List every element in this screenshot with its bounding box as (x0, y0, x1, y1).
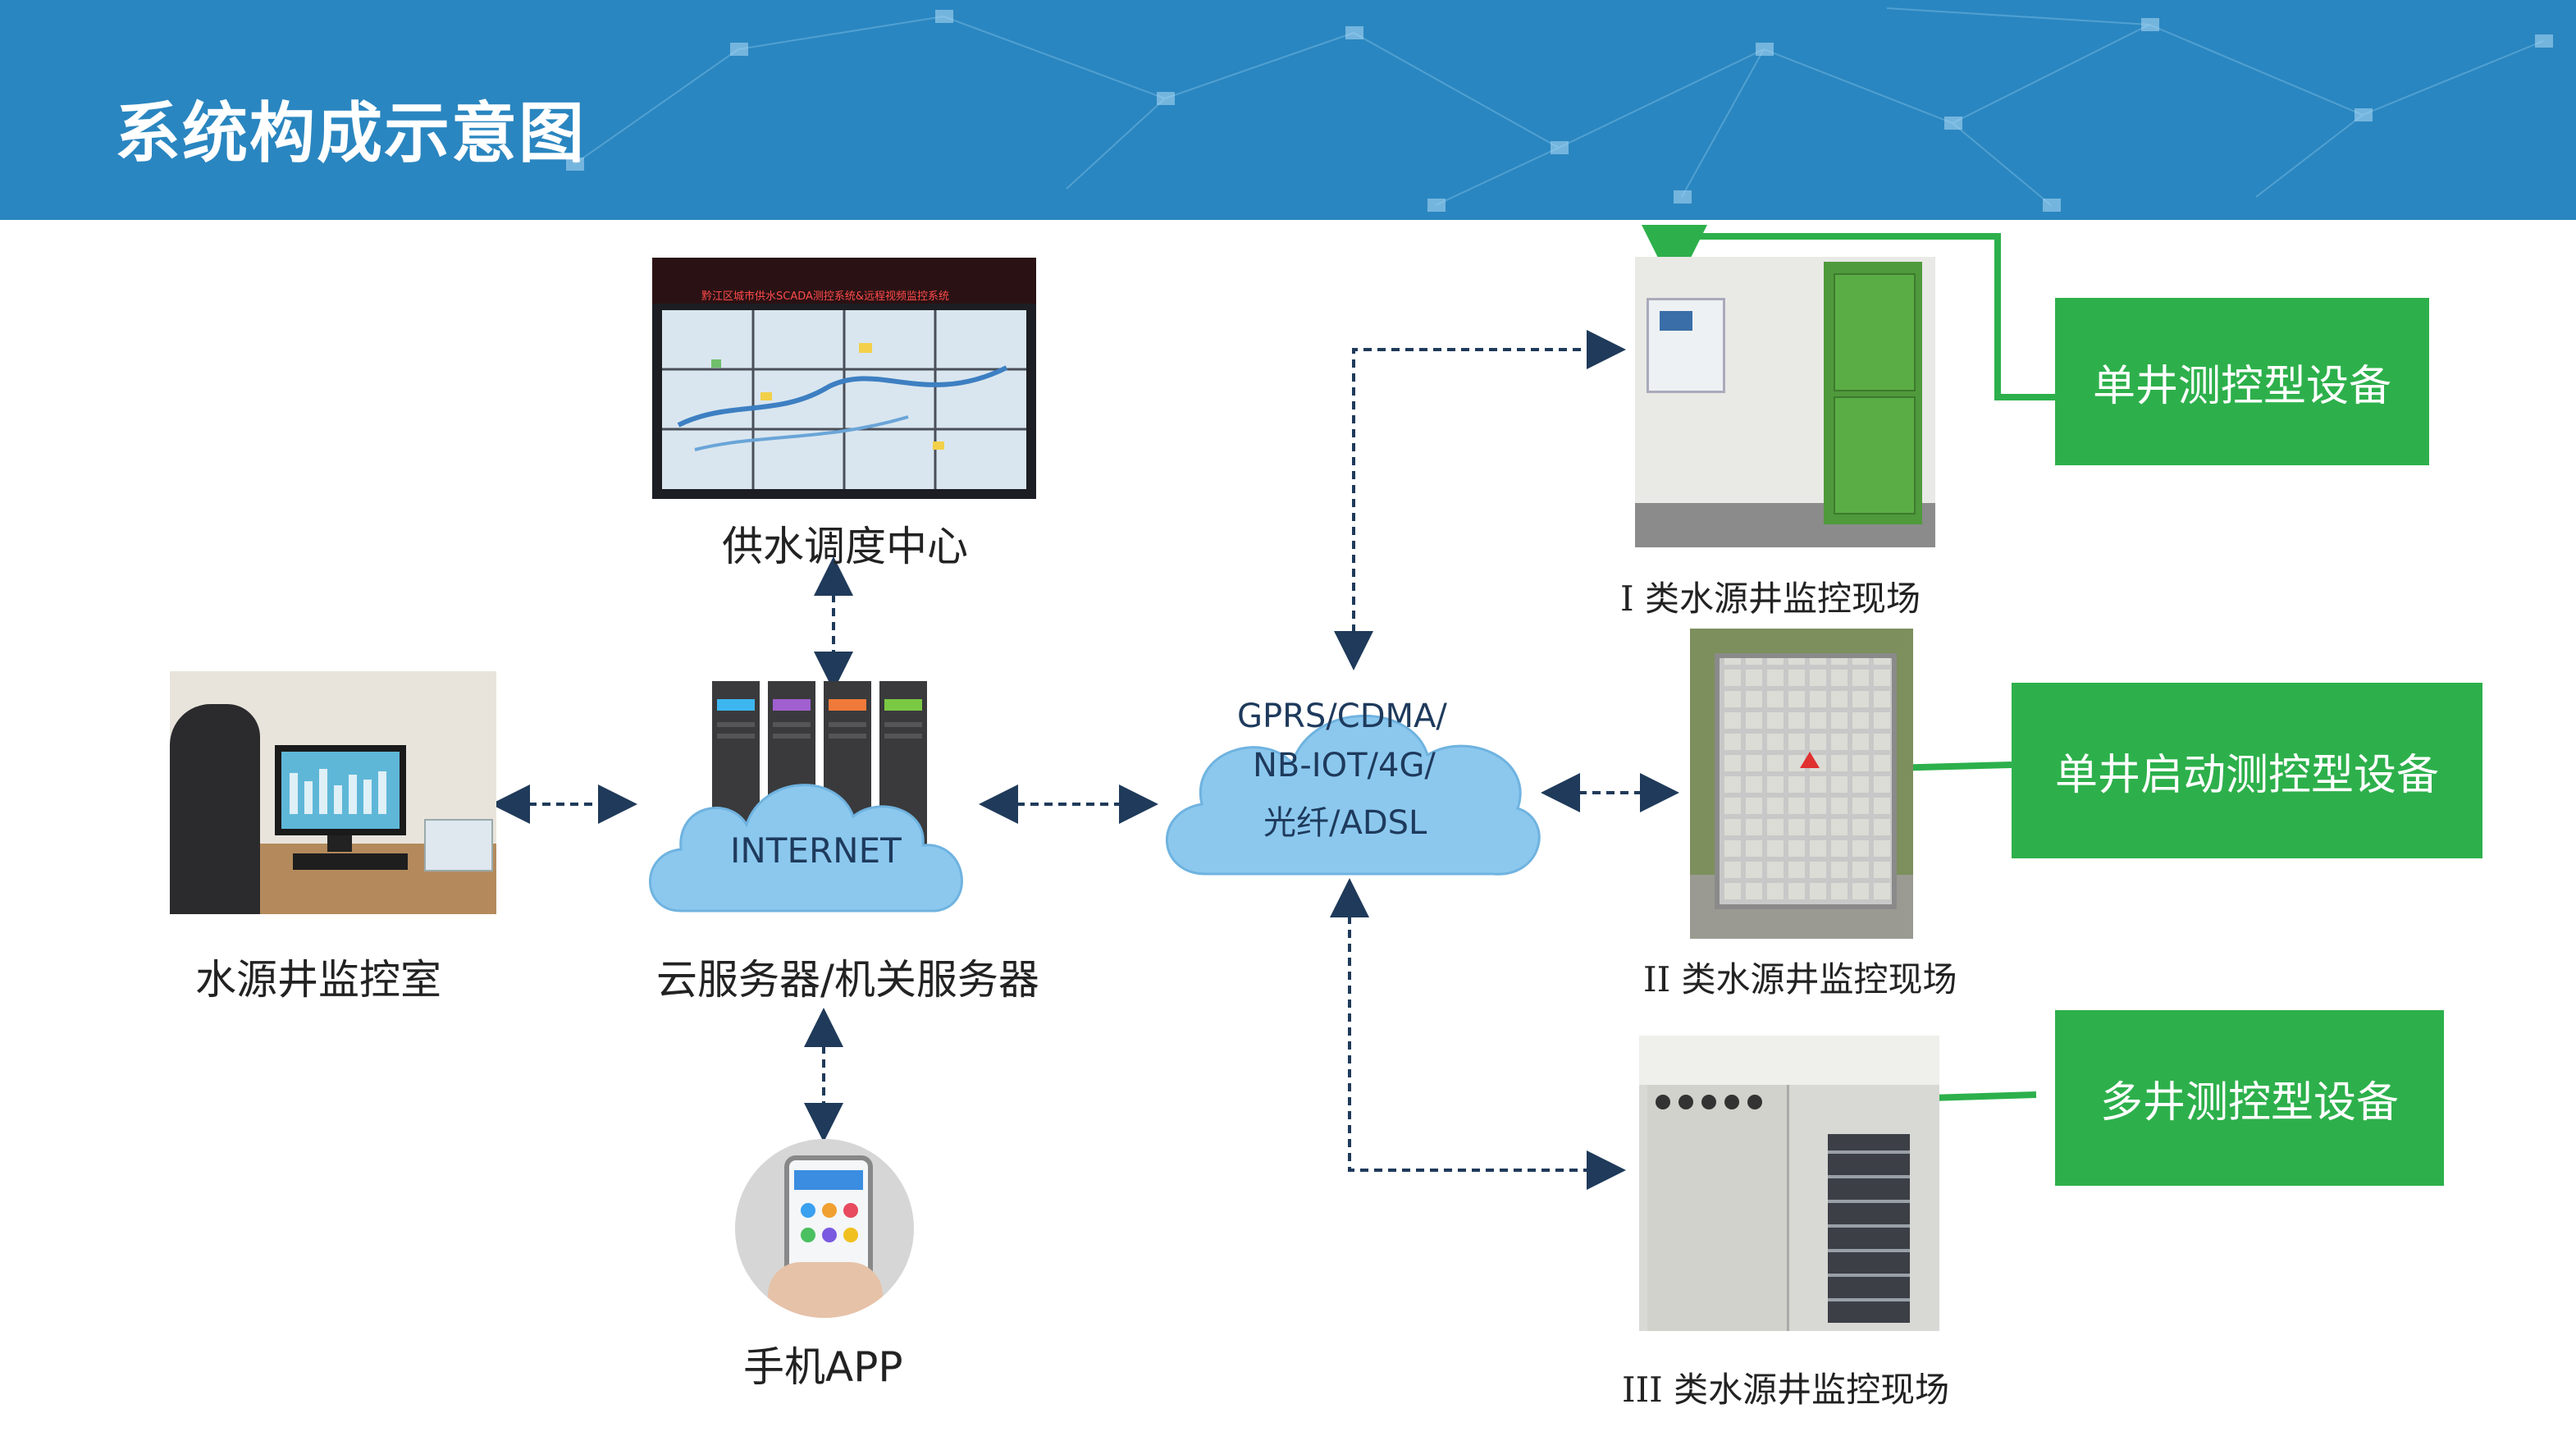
site3-photo (1639, 1036, 1939, 1331)
single-well-start-device-label: 单井启动测控型设备 (2054, 750, 2439, 800)
multi-well-device-label: 多井测控型设备 (2099, 1077, 2399, 1128)
network-label-line3: 光纤/ADSL (1263, 804, 1427, 842)
cloud-server-label: 云服务器/机关服务器 (656, 956, 1039, 1004)
cloud-server-icon (649, 681, 963, 913)
single-well-start-device-box: 单井启动测控型设备 (2012, 683, 2482, 858)
network-label-line1: GPRS/CDMA/ (1237, 698, 1447, 735)
network-pattern-decoration (566, 7, 2553, 212)
page-title: 系统构成示意图 (115, 95, 586, 172)
monitor-room-label: 水源井监控室 (195, 956, 441, 1004)
video-wall-map (662, 310, 1026, 489)
mobile-app-photo (735, 1139, 914, 1318)
arrow-network-site3 (1330, 878, 1626, 1190)
mobile-app-label: 手机APP (743, 1343, 903, 1391)
server-racks (712, 681, 927, 845)
warning-sign-icon (1800, 752, 1820, 768)
arrow-network-site1 (1334, 330, 1626, 670)
internet-label: INTERNET (730, 830, 902, 871)
single-well-device-label: 单井测控型设备 (2092, 361, 2391, 411)
site2-photo (1690, 629, 1913, 939)
cloud-shape (649, 784, 963, 913)
header-banner: 系统构成示意图 (0, 0, 2576, 220)
site1-label: I 类水源井监控现场 (1620, 579, 1921, 619)
single-well-device-box: 单井测控型设备 (2055, 298, 2429, 465)
green-arrow-single-well (1642, 225, 2055, 400)
network-cloud-icon (1166, 714, 1541, 876)
site3-label: III 类水源井监控现场 (1622, 1370, 1950, 1410)
multi-well-device-box: 多井测控型设备 (2055, 1010, 2444, 1186)
monitor-room-photo (170, 671, 496, 914)
network-label-line2: NB-IOT/4G/ (1253, 747, 1436, 784)
screen-banner-text: 黔江区城市供水SCADA测控系统&远程视频监控系统 (701, 290, 950, 303)
site1-photo (1635, 257, 1935, 547)
monitor-screen-bars (290, 769, 386, 814)
site2-label: II 类水源井监控现场 (1643, 959, 1957, 999)
dispatch-center-label: 供水调度中心 (722, 523, 968, 570)
dispatch-center-photo: 黔江区城市供水SCADA测控系统&远程视频监控系统 (652, 258, 1036, 499)
